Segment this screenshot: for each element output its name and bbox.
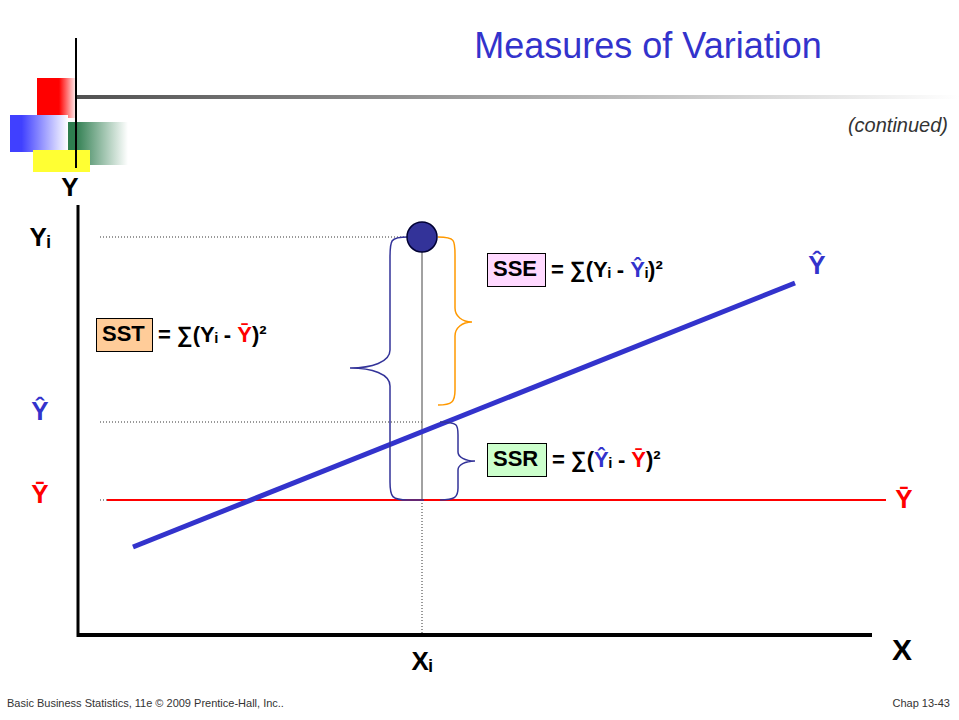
ssr-box: SSR (487, 443, 547, 477)
formula: = ∑(Yᵢ - Ȳ)² (158, 322, 267, 347)
axis-title: X (892, 633, 912, 668)
continued-note: (continued) (848, 114, 948, 137)
sst-box: SST (96, 318, 153, 352)
deco-line (75, 38, 77, 168)
axis-value: Ŷ (31, 397, 48, 427)
guide-line (100, 500, 108, 501)
term-name: SSR (493, 446, 538, 472)
title-rule (60, 95, 959, 99)
mean-line (107, 499, 886, 501)
deco-square (10, 115, 68, 152)
deco-square (33, 150, 90, 172)
formula: = ∑(Ŷᵢ - Ȳ)² (552, 447, 661, 472)
guide-line (100, 422, 422, 423)
axis-value: Ȳ (31, 480, 48, 510)
axis-value: Xᵢ (411, 647, 432, 677)
sse-box: SSE (487, 253, 546, 287)
sst-brace (350, 237, 424, 500)
regression-line (133, 283, 795, 547)
formula: = ∑(Yᵢ - Ŷᵢ)² (551, 257, 663, 282)
slide-number: Chap 13-43 (893, 697, 951, 710)
term-name: SST (102, 321, 145, 347)
line-label: Ȳ (895, 485, 912, 515)
deco-square (37, 78, 77, 118)
guide-line (422, 500, 423, 635)
footer-note: Basic Business Statistics, 11e © 2009 Pr… (7, 697, 284, 710)
y-axis (77, 205, 80, 637)
slide-title: Measures of Variation (474, 25, 822, 66)
data-point (407, 222, 437, 252)
guide-line (422, 252, 423, 500)
term-name: SSE (493, 256, 537, 282)
guide-line (100, 237, 406, 238)
axis-title: Y (61, 173, 78, 203)
sse-brace (438, 237, 472, 405)
axis-value: Yᵢ (29, 223, 50, 253)
line-label: Ŷ (808, 251, 825, 281)
ssr-brace (440, 422, 475, 500)
x-axis (77, 633, 872, 637)
